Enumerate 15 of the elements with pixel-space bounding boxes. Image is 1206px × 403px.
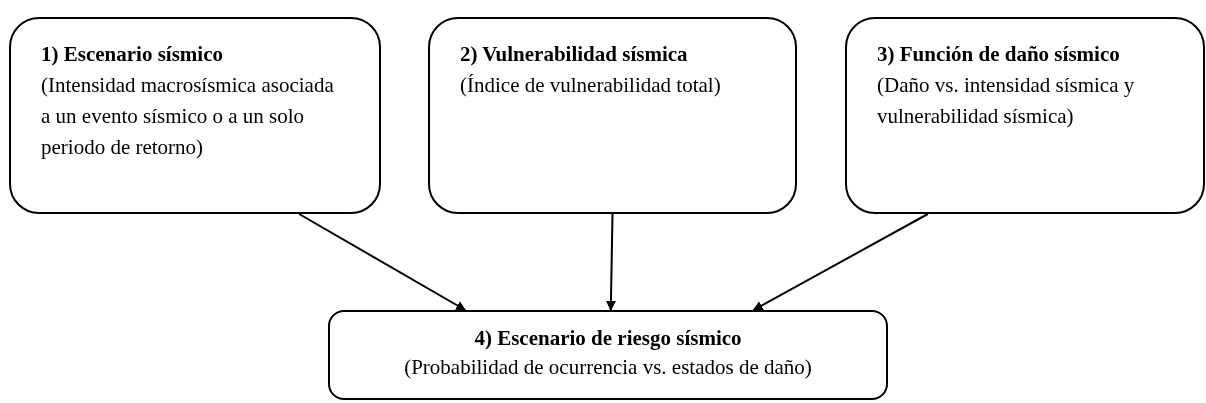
arrow [752,213,929,311]
box-heading: 3) Función de daño sísmico [877,41,1121,68]
box-heading: 1) Escenario sísmico [41,41,224,68]
box-description: (Intensidad macrosísmica asociada a un evento sísmico o a un solo periodo de retorno) [41,72,335,161]
arrow [298,213,467,311]
arrow [605,213,616,311]
box-description: (Daño vs. intensidad sísmica y vulnerabilidad sísmica) [877,72,1136,130]
process-box [9,17,381,214]
result-box [328,310,888,400]
process-box [845,17,1205,214]
box-description: (Índice de vulnerabilidad total) [460,72,722,99]
box-description: (Probabilidad de ocurrencia vs. estados de daño) [403,354,813,381]
box-heading: 2) Vulnerabilidad sísmica [460,41,689,68]
box-heading: 4) Escenario de riesgo sísmico [473,325,743,352]
process-box [428,17,797,214]
